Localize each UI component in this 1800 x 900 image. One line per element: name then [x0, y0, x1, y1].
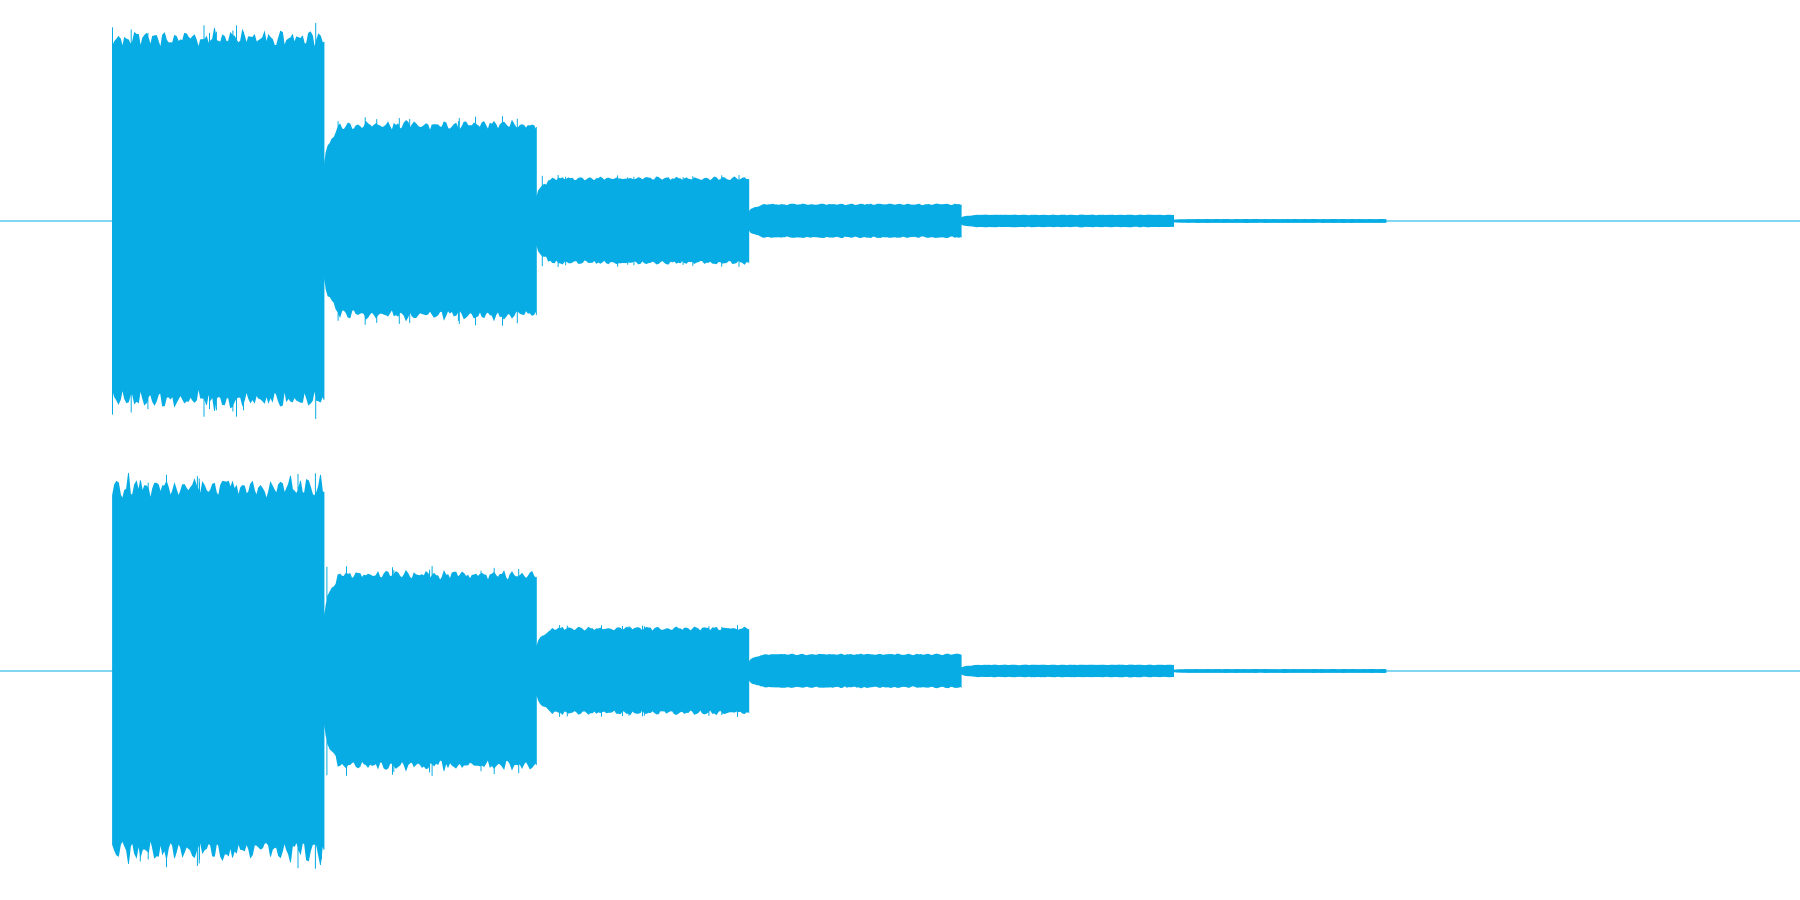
waveform-burst	[323, 119, 537, 322]
waveform-burst	[112, 27, 325, 412]
waveform-burst	[960, 664, 1174, 678]
waveform-burst	[323, 570, 537, 772]
channel-2	[0, 472, 1800, 869]
waveform-burst	[748, 653, 962, 689]
waveform-burst	[536, 176, 750, 265]
waveform-burst	[1173, 668, 1387, 674]
waveform-burst	[1173, 218, 1387, 224]
waveform-burst	[112, 472, 325, 866]
waveform-burst	[960, 214, 1174, 228]
channel-1	[0, 23, 1800, 419]
waveform-burst	[748, 203, 962, 239]
